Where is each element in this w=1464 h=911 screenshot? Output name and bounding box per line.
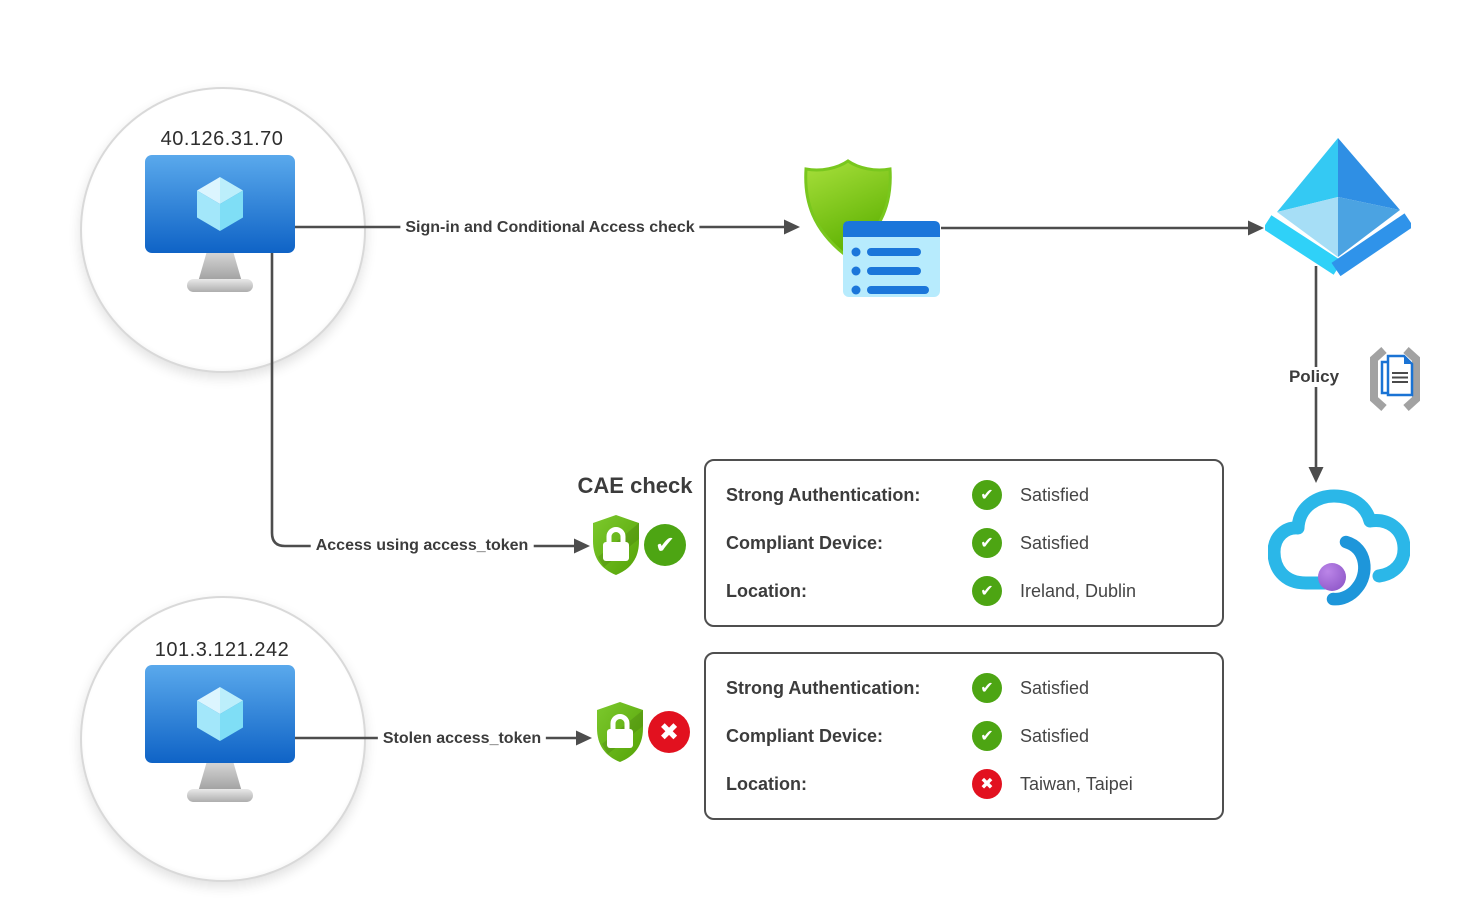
x-icon	[648, 711, 690, 753]
row-value: Satisfied	[1020, 484, 1090, 505]
signin-edge-label: Sign-in and Conditional Access check	[400, 219, 700, 237]
policy-list-panel	[843, 221, 940, 297]
policy-document-icon	[1370, 347, 1420, 411]
client-ip-2: 101.3.121.242	[154, 639, 290, 661]
edge-access-line	[270, 251, 577, 548]
arrowhead-policy	[1308, 467, 1324, 483]
client-ip-1: 40.126.31.70	[160, 128, 284, 150]
result-row: Location: Ireland, Dublin	[726, 576, 1222, 606]
lock-shield-with-cross-icon	[597, 702, 643, 762]
result-row: Strong Authentication: Satisfied	[726, 673, 1222, 703]
access-token-edge-label: Access using access_token	[310, 537, 534, 555]
arrowhead-stolen	[576, 730, 592, 746]
result-row: Strong Authentication: Satisfied	[726, 480, 1222, 510]
row-value: Satisfied	[1020, 725, 1090, 746]
status-icon	[972, 480, 1002, 510]
row-label: Location:	[726, 580, 807, 601]
result-row: Compliant Device: Satisfied	[726, 528, 1222, 558]
row-value: Ireland, Dublin	[1020, 580, 1137, 601]
arrowhead-access	[574, 538, 590, 554]
status-icon	[972, 673, 1002, 703]
vm-monitor-icon	[145, 665, 295, 802]
cae-result-box-stolen: Strong Authentication: Satisfied Complia…	[704, 652, 1224, 820]
row-label: Location:	[726, 773, 807, 794]
row-value: Satisfied	[1020, 677, 1090, 698]
cube-glyph	[197, 177, 243, 231]
row-label: Compliant Device:	[726, 532, 884, 553]
status-icon	[972, 769, 1002, 799]
cae-result-box-valid: Strong Authentication: Satisfied Complia…	[704, 459, 1224, 627]
policy-label: Policy	[1283, 367, 1345, 387]
cube-glyph	[197, 687, 243, 741]
status-icon	[972, 721, 1002, 751]
conditional-access-shield-icon	[804, 159, 940, 297]
lock-shield-with-check-icon	[593, 515, 639, 575]
purple-sphere	[1318, 563, 1346, 591]
row-label: Strong Authentication:	[726, 484, 921, 505]
arrowhead-to-aad	[1248, 220, 1264, 236]
row-label: Compliant Device:	[726, 725, 884, 746]
cae-check-title: CAE check	[577, 473, 693, 498]
row-label: Strong Authentication:	[726, 677, 921, 698]
azure-active-directory-icon	[1265, 138, 1411, 277]
status-icon	[972, 576, 1002, 606]
result-row: Location: Taiwan, Taipei	[726, 769, 1222, 799]
row-value: Taiwan, Taipei	[1020, 773, 1133, 794]
arrowhead-signin	[784, 219, 800, 235]
vm-monitor-icon	[145, 155, 295, 292]
check-icon	[644, 524, 686, 566]
row-value: Satisfied	[1020, 532, 1090, 553]
stolen-token-edge-label: Stolen access_token	[377, 730, 547, 748]
azure-cloud-icon	[1268, 489, 1410, 606]
result-row: Compliant Device: Satisfied	[726, 721, 1222, 751]
status-icon	[972, 528, 1002, 558]
